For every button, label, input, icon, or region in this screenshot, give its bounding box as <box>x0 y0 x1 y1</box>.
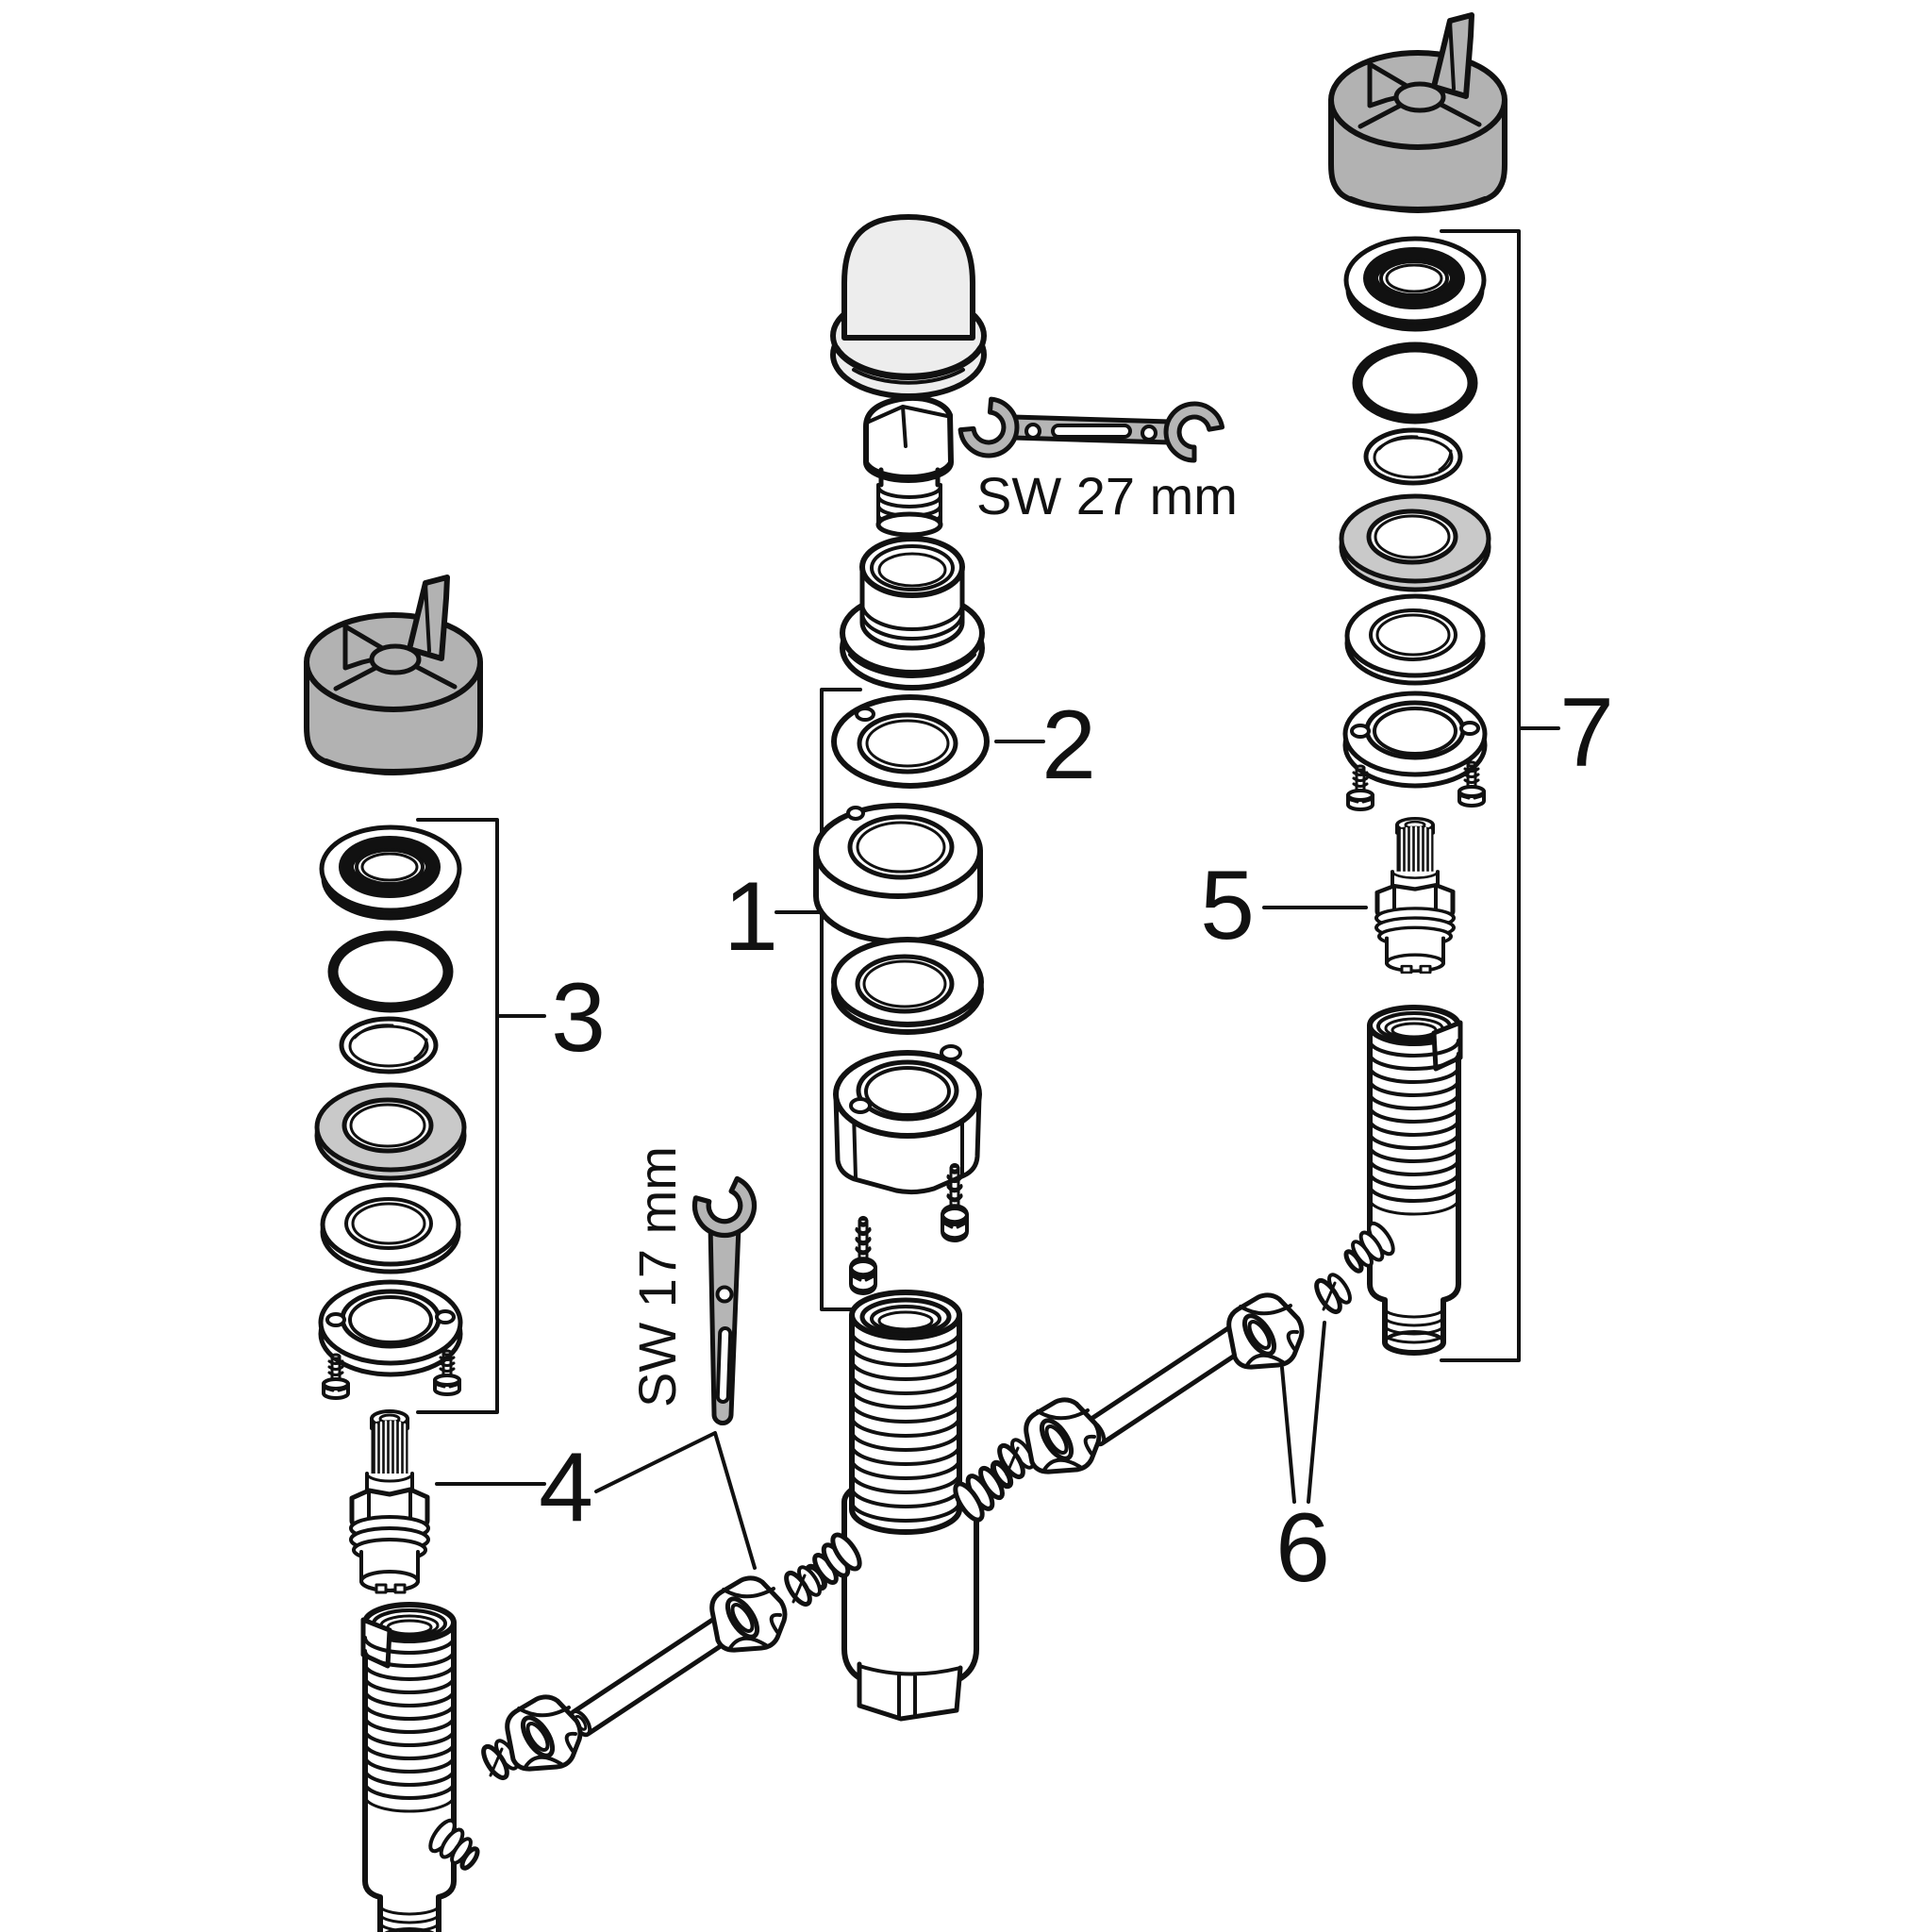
label-part2: 2 <box>1041 691 1096 800</box>
spacer-ring <box>813 803 983 944</box>
coupling-nut <box>508 1697 580 1769</box>
center-valve-body <box>805 1290 1014 1722</box>
wrench-sw17-leaders <box>594 1431 757 1570</box>
mounting-flange-base <box>833 1044 982 1195</box>
coupling-nut <box>1026 1400 1099 1472</box>
label-part1: 1 <box>724 862 778 972</box>
fixing-screw <box>851 1218 875 1291</box>
wrench-sw17-label: SW 17 mm <box>627 1146 687 1407</box>
label-part6: 6 <box>1275 1493 1330 1603</box>
leaders-part6 <box>1280 1321 1326 1504</box>
wrench-sw27 <box>956 392 1226 468</box>
bracket-part1 <box>820 688 866 1311</box>
seal-stack-left <box>317 827 464 1398</box>
label-part7: 7 <box>1559 678 1614 788</box>
seal-stack-right <box>1341 239 1489 809</box>
wrench-sw27-right-jaw-icon <box>1155 392 1226 466</box>
slip-flange-bushing <box>840 536 985 691</box>
washer-part2 <box>831 694 990 789</box>
label-part4: 4 <box>539 1433 593 1542</box>
olive <box>1312 1272 1354 1315</box>
cartridge-right <box>1376 819 1454 973</box>
wrench-sw17-jaw-icon <box>690 1175 764 1245</box>
hex-plug <box>863 395 954 538</box>
center-assembly: SW 27 mm 2 1 <box>724 214 1238 1722</box>
connecting-tube-left <box>569 1615 734 1738</box>
wrench-sw27-left-jaw-icon <box>956 394 1028 467</box>
thin-washer <box>831 937 984 1035</box>
coupling-nut <box>712 1578 785 1650</box>
handle-cap-right <box>1331 15 1505 211</box>
valve-body-left <box>363 1605 480 1932</box>
cartridge-left <box>351 1411 428 1592</box>
right-assembly: 7 5 6 <box>995 15 1614 1603</box>
bracket-part3 <box>416 818 499 1414</box>
valve-body-right <box>1343 1008 1460 1353</box>
wrench-sw17 <box>690 1175 764 1425</box>
right-connection <box>995 1272 1354 1480</box>
handle-cap-left <box>307 577 480 774</box>
dome-cap <box>830 214 987 399</box>
label-part5: 5 <box>1200 851 1255 960</box>
coupling-nut <box>1229 1295 1302 1367</box>
wrench-sw27-label: SW 27 mm <box>976 466 1238 525</box>
left-assembly: 3 4 SW 17 mm <box>307 577 824 1932</box>
label-part3: 3 <box>551 963 606 1073</box>
left-connection <box>479 1564 824 1781</box>
bracket-part7 <box>1440 229 1521 1362</box>
